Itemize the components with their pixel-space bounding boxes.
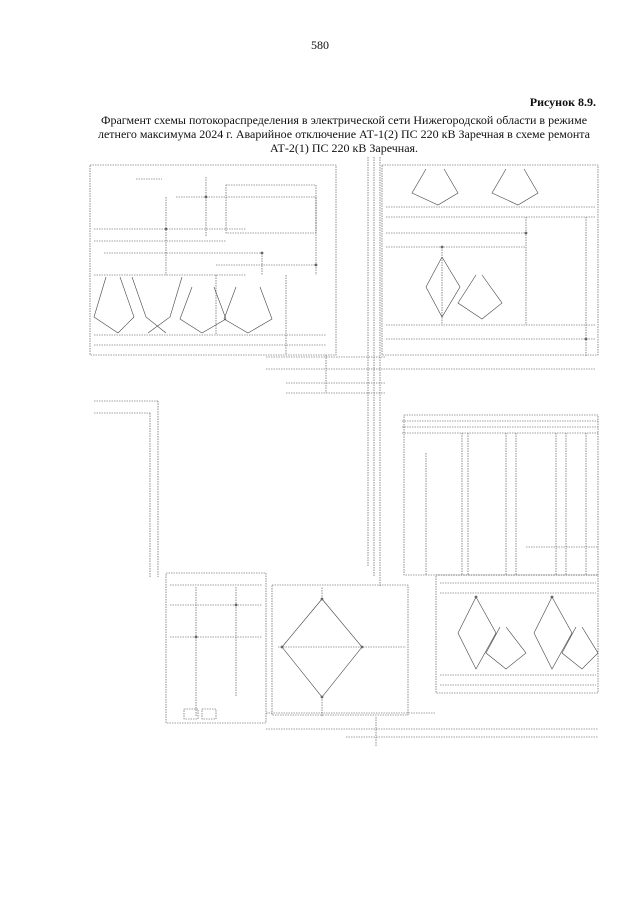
figure-caption: Фрагмент схемы потокораспределения в эле… bbox=[88, 113, 600, 155]
transformer-group-top-right bbox=[411, 168, 539, 320]
connecting-lines-middle bbox=[94, 157, 596, 587]
transformer-group-bottom-right bbox=[457, 596, 599, 670]
caption-line-2: летнего максимума 2024 г. Аварийное откл… bbox=[97, 127, 590, 141]
substation-block-bottom-right bbox=[435, 574, 599, 694]
bus-area-right-middle bbox=[402, 414, 599, 576]
figure-label: Рисунок 8.9. bbox=[529, 95, 596, 109]
substation-block-top-left bbox=[89, 164, 337, 356]
node-markers bbox=[164, 195, 588, 699]
substation-block-top-right bbox=[381, 164, 599, 357]
caption-line-1: Фрагмент схемы потокораспределения в эле… bbox=[100, 113, 588, 127]
page-number: 580 bbox=[311, 38, 329, 52]
substation-central-diamond bbox=[271, 584, 409, 717]
power-flow-diagram bbox=[89, 157, 599, 747]
caption-line-3: АТ-2(1) ПС 220 кВ Заречная. bbox=[269, 141, 419, 155]
substation-block-bottom-left bbox=[165, 572, 267, 724]
feeder-lines-bottom bbox=[266, 712, 598, 747]
transformer-group-top-left bbox=[93, 276, 273, 334]
